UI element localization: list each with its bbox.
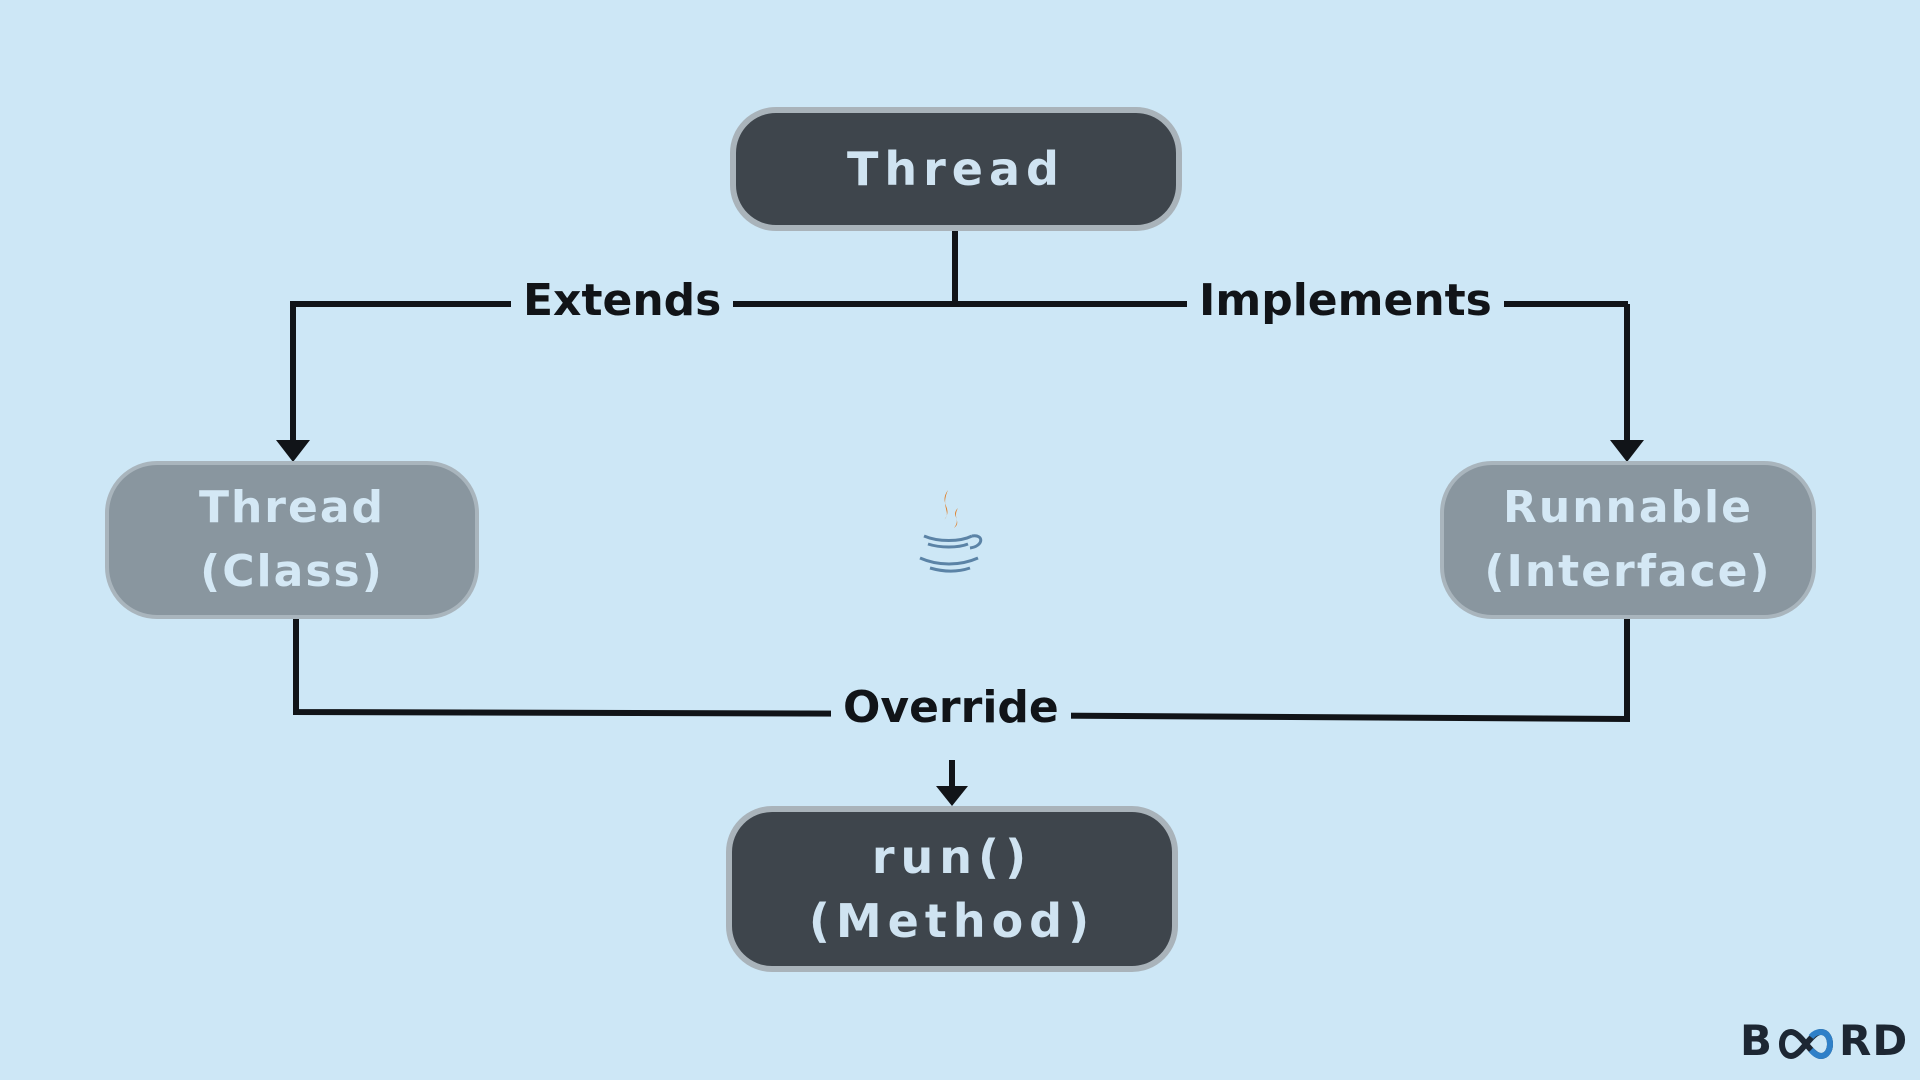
thread-root-node: Thread: [730, 107, 1182, 231]
infinity-loop-icon: [1779, 1028, 1833, 1059]
brand-logo-prefix: B: [1740, 1016, 1774, 1065]
extends-label: Extends: [511, 273, 734, 329]
override-arrowhead: [936, 786, 968, 806]
override-right-line: [954, 619, 1630, 723]
brand-logo-suffix: RD: [1839, 1016, 1909, 1065]
thread-class-node: Thread (Class): [105, 461, 479, 619]
implements-arrowhead: [1610, 440, 1644, 462]
brand-logo: B RD: [1740, 1016, 1908, 1065]
runnable-subtitle: (Interface): [1484, 546, 1772, 597]
runnable-interface-node: Runnable (Interface): [1440, 461, 1816, 619]
run-method-node: run() (Method): [726, 806, 1178, 972]
override-left-line: [293, 619, 956, 717]
thread-class-title: Thread: [198, 482, 386, 533]
java-coffee-cup-icon: [919, 490, 983, 573]
override-label: Override: [831, 680, 1071, 736]
thread-root-label: Thread: [847, 142, 1065, 196]
runnable-title: Runnable: [1503, 482, 1753, 533]
implements-label: Implements: [1187, 273, 1504, 329]
extends-arrowhead: [276, 440, 310, 462]
run-method-title: run(): [871, 830, 1033, 884]
thread-class-subtitle: (Class): [200, 546, 384, 597]
run-method-subtitle: (Method): [808, 894, 1096, 948]
